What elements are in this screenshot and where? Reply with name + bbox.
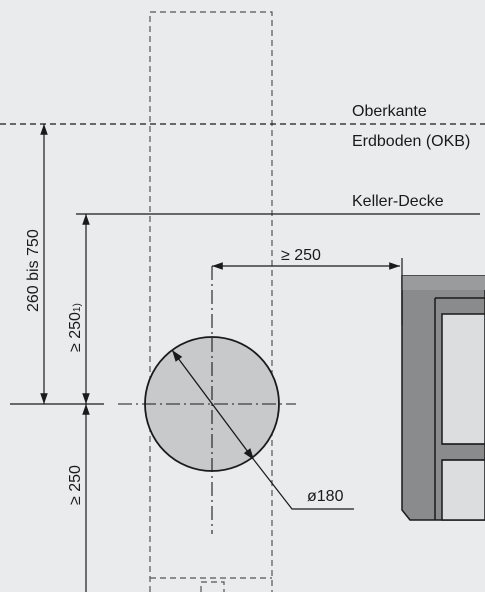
ceiling-distance-note: 1) (72, 303, 83, 312)
window-pane-upper (441, 313, 485, 445)
ceiling-distance-value: ≥ 250 (67, 312, 84, 352)
trench-outline (149, 11, 273, 592)
diameter-label: ø180 (307, 488, 344, 505)
surface-label-line1: Oberkante (352, 103, 427, 120)
building-wall (401, 275, 485, 521)
bottom-distance-label: ≥ 250 (67, 465, 84, 505)
diameter-leader-line (253, 459, 354, 510)
wall-distance-label: ≥ 250 (281, 247, 321, 264)
depth-range-label: 260 bis 750 (25, 229, 42, 312)
ceiling-distance-label: ≥ 2501) (67, 303, 84, 352)
diameter-dimension-line (171, 349, 255, 461)
window-pane-lower (441, 459, 485, 521)
surface-label-line2: Erdboden (OKB) (352, 133, 470, 150)
ceiling-label: Keller-Decke (352, 193, 444, 210)
